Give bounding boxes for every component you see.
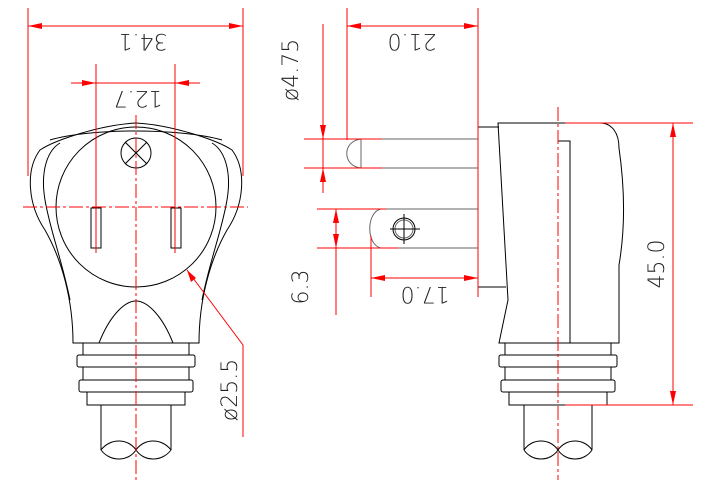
side-view: 21.0 17.0 ø4.75 6.3 45.0: [279, 8, 693, 480]
dim-front-width: 34.1: [119, 28, 168, 53]
dim-ground-pin-diameter: ø4.75: [279, 39, 304, 101]
base-plate: [477, 126, 506, 288]
side-slot: [558, 140, 571, 343]
dim-pin-spacing: 12.7: [114, 85, 163, 110]
front-shell-inner: [42, 130, 230, 301]
front-view: 34.1 12.7 ø25.5: [23, 8, 248, 483]
side-cord: [523, 405, 593, 460]
ground-pin: [346, 138, 478, 169]
blade-pin: [369, 208, 478, 249]
front-cord: [100, 405, 172, 460]
dim-face-diameter: ø25.5: [218, 359, 243, 421]
dim-blade-length: 17.0: [401, 281, 450, 306]
blade-right: [170, 207, 182, 249]
dim-blade-width: 6.3: [289, 270, 314, 305]
dim-body-height: 45.0: [645, 240, 670, 289]
dim-pin-length: 21.0: [388, 28, 437, 53]
side-body: [497, 122, 624, 344]
blade-hole-icon: [390, 214, 420, 244]
